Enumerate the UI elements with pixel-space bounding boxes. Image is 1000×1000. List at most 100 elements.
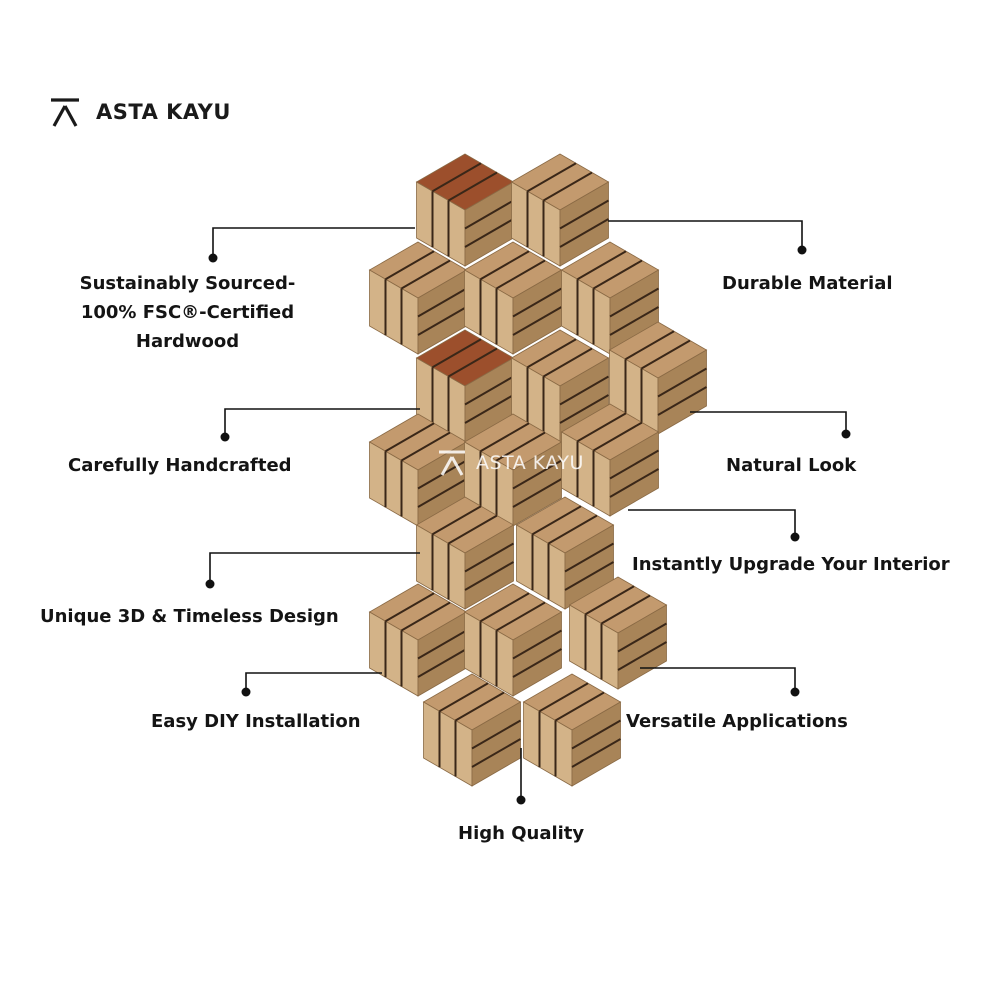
feature-versatile-applications: Versatile Applications — [626, 711, 848, 732]
leader-line — [245, 672, 382, 692]
brand-name: ASTA KAYU — [96, 100, 231, 124]
leader-line — [212, 227, 415, 258]
wood-groove — [577, 412, 627, 443]
wood-groove — [641, 339, 691, 370]
feature-line: 100% FSC®-Certified — [80, 302, 295, 323]
leader-dot — [241, 687, 251, 697]
wood-groove — [512, 629, 562, 660]
wood-groove — [385, 422, 435, 453]
wood-groove — [564, 542, 614, 573]
wood-cube-tile — [368, 241, 468, 355]
leader-dot — [208, 253, 218, 263]
wood-cube-tile — [422, 673, 522, 787]
leader-dot — [516, 795, 526, 805]
wood-groove — [496, 259, 546, 290]
leader-dot — [205, 579, 215, 589]
leader-natural-look — [690, 411, 851, 439]
wood-groove — [401, 259, 451, 290]
leader-dot — [841, 429, 851, 439]
wood-groove — [625, 330, 675, 361]
feature-carefully-handcrafted: Carefully Handcrafted — [68, 455, 292, 476]
leader-line — [690, 411, 847, 434]
wood-cube-tile — [463, 583, 563, 697]
asta-kayu-logo-icon — [51, 98, 79, 127]
wood-cube-tile — [415, 153, 515, 267]
watermark: ASTA KAYU — [438, 450, 584, 476]
feature-unique-3d-design: Unique 3D & Timeless Design — [40, 606, 339, 627]
brand-logo: ASTA KAYU — [50, 96, 231, 128]
wood-cube-tile — [522, 673, 622, 787]
tile-right-face — [559, 181, 609, 267]
wood-groove — [571, 719, 621, 750]
feature-instantly-upgrade: Instantly Upgrade Your Interior — [632, 554, 950, 575]
wood-groove — [417, 306, 467, 336]
wood-groove — [385, 592, 435, 623]
wood-groove — [609, 449, 659, 480]
wood-groove — [539, 682, 589, 713]
leader-durable-material — [608, 220, 807, 255]
wood-groove — [543, 347, 593, 378]
wood-groove — [432, 505, 482, 536]
wood-groove — [455, 691, 505, 722]
leader-line — [209, 552, 420, 584]
wood-groove — [559, 394, 609, 424]
wood-groove — [464, 394, 514, 424]
leader-dot — [797, 245, 807, 255]
wood-groove — [385, 250, 435, 281]
wood-groove — [471, 738, 521, 768]
wood-groove — [559, 218, 609, 248]
wood-groove — [417, 287, 467, 318]
wood-groove — [480, 422, 530, 453]
wood-groove — [657, 386, 707, 416]
leader-dot — [220, 432, 230, 442]
wood-groove — [527, 338, 577, 369]
tile-right-face — [464, 524, 514, 610]
wood-groove — [401, 431, 451, 462]
leader-line — [640, 667, 796, 692]
wood-groove — [593, 421, 643, 452]
leader-instantly-upgrade — [628, 509, 800, 542]
leader-sustainably-sourced — [208, 227, 415, 263]
wood-groove — [657, 367, 707, 398]
tile-right-face — [512, 611, 562, 697]
wood-groove — [448, 514, 498, 545]
asta-kayu-logo-icon — [439, 450, 465, 476]
wood-groove — [448, 347, 498, 378]
wood-cube-tile — [515, 496, 615, 610]
leader-line — [628, 509, 796, 537]
wood-groove — [496, 601, 546, 632]
wood-groove — [471, 719, 521, 750]
wood-cube-tile — [560, 403, 660, 517]
wood-groove — [480, 250, 530, 281]
wood-groove — [559, 199, 609, 230]
wood-groove — [617, 622, 667, 653]
wood-groove — [512, 648, 562, 678]
wood-groove — [480, 592, 530, 623]
wood-groove — [559, 375, 609, 406]
wood-groove — [609, 468, 659, 498]
watermark-text: ASTA KAYU — [476, 452, 584, 474]
wood-groove — [543, 171, 593, 202]
wood-cube-tile — [415, 496, 515, 610]
leader-dot — [790, 687, 800, 697]
feature-easy-diy-installation: Easy DIY Installation — [151, 711, 361, 732]
wood-groove — [532, 505, 582, 536]
leader-easy-diy-installation — [241, 672, 382, 697]
tile-right-face — [571, 701, 621, 787]
wood-groove — [512, 478, 562, 508]
feature-high-quality: High Quality — [458, 823, 585, 844]
wood-groove — [601, 594, 651, 625]
wood-groove — [512, 287, 562, 318]
wood-groove — [512, 306, 562, 336]
wood-groove — [496, 431, 546, 462]
wood-cube-tile — [560, 241, 660, 355]
wood-groove — [417, 629, 467, 660]
wood-groove — [464, 375, 514, 406]
leader-dot — [790, 532, 800, 542]
wood-groove — [432, 162, 482, 193]
wood-cube-tile — [608, 321, 708, 435]
feature-sustainably-sourced: Sustainably Sourced- 100% FSC®-Certified… — [60, 269, 315, 356]
wood-groove — [617, 641, 667, 671]
